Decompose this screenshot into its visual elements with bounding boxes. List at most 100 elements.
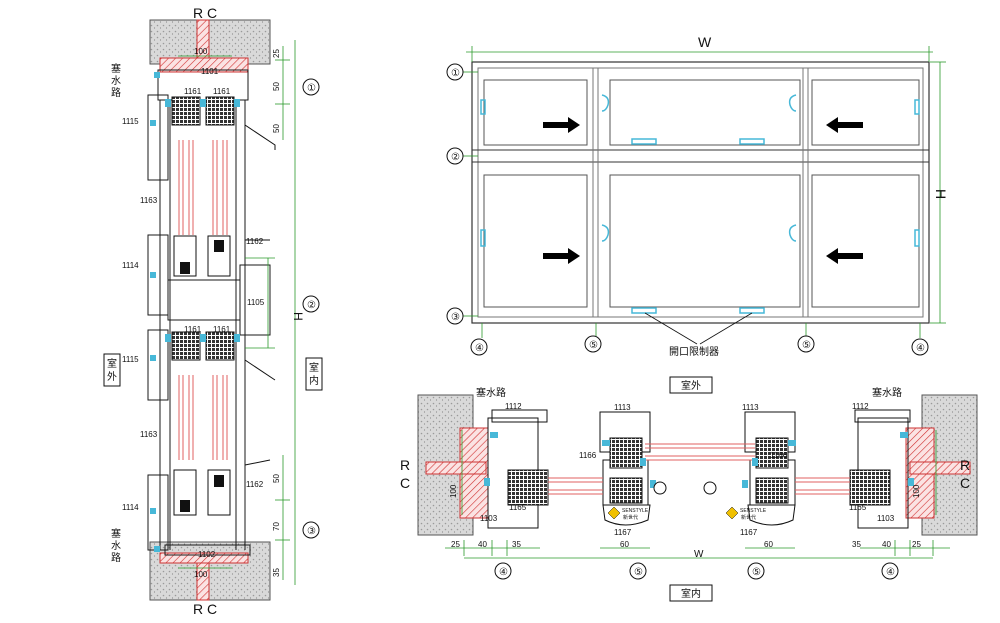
seal-path-top-3: 路 [111, 86, 121, 99]
rc-top: R C [193, 5, 217, 21]
seal-path-bottom-1: 塞 [111, 527, 121, 540]
dim-25-right: 25 [912, 540, 921, 549]
brand-cn-left: 新世代 [623, 514, 638, 521]
brand-logo-left [607, 506, 621, 520]
part-1113-left: 1113 [614, 403, 631, 412]
marker-2-left: ② [302, 295, 320, 313]
outdoor-box-left [103, 353, 121, 387]
dim-40-right: 40 [882, 540, 891, 549]
part-1163-a: 1163 [140, 196, 158, 205]
part-1166-right: 1166 [770, 451, 788, 460]
svg-text:④: ④ [916, 343, 925, 354]
brand-left: SENSTYLE [622, 508, 649, 514]
marker-5-bottom-right: ⑤ [747, 562, 765, 580]
marker-5-elev-left: ⑤ [584, 335, 602, 353]
dim-100-left: 100 [449, 484, 458, 498]
marker-5-elev-right: ⑤ [797, 335, 815, 353]
part-1162-a: 1162 [246, 237, 264, 246]
dim-w-bottom: W [694, 549, 704, 560]
top-anchor [196, 19, 210, 65]
dim-35-left: 35 [512, 540, 521, 549]
svg-text:④: ④ [475, 343, 484, 354]
part-1102: 1102 [198, 550, 216, 559]
arrow-left-top [826, 117, 863, 133]
seal-path-right: 塞水路 [872, 386, 902, 399]
svg-text:④: ④ [886, 567, 895, 578]
dim-50-b: 50 [272, 124, 281, 133]
part-1165-right: 1165 [849, 503, 867, 512]
limiter-label: 開口限制器 [669, 345, 719, 358]
dim-60-left: 60 [620, 540, 629, 549]
part-1113-right: 1113 [742, 403, 759, 412]
dim-70: 70 [272, 522, 281, 531]
dim-100-top: 100 [194, 47, 208, 56]
part-1114-b: 1114 [122, 503, 139, 512]
dim-h-left: H [291, 312, 305, 321]
seal-path-top-1: 塞 [111, 62, 121, 75]
part-1101: 1101 [201, 67, 219, 76]
part-1105: 1105 [247, 298, 265, 307]
vertical-section: 塞 水 路 塞 水 路 1101 1161 1161 1115 1163 116… [103, 5, 323, 617]
svg-text:③: ③ [451, 312, 460, 323]
part-1165-left: 1165 [509, 503, 527, 512]
part-1114-a: 1114 [122, 261, 139, 270]
dim-40-left: 40 [478, 540, 487, 549]
dim-25-top: 25 [272, 49, 281, 58]
svg-text:⑤: ⑤ [802, 340, 811, 351]
seal-path-bottom-3: 路 [111, 551, 121, 564]
svg-text:①: ① [307, 83, 316, 94]
bottom-sealant [159, 552, 249, 564]
part-1161-b: 1161 [213, 87, 231, 96]
seal-path-top-2: 水 [111, 75, 121, 87]
svg-text:①: ① [451, 68, 460, 79]
arrow-right-top [543, 117, 580, 133]
outdoor-box-bottom [669, 376, 713, 394]
part-1162-b: 1162 [246, 480, 264, 489]
dim-100-bottom: 100 [194, 570, 208, 579]
part-1161-d: 1161 [213, 325, 231, 334]
part-1103-left: 1103 [480, 514, 498, 523]
seal-path-left: 塞水路 [476, 386, 506, 399]
dim-35-right: 35 [852, 540, 861, 549]
part-1112-right: 1112 [852, 402, 869, 411]
svg-text:②: ② [307, 300, 316, 311]
dim-h-right: H [933, 189, 949, 199]
dim-25-left: 25 [451, 540, 460, 549]
svg-text:②: ② [451, 152, 460, 163]
part-1167-left: 1167 [614, 528, 632, 537]
marker-2-elev: ② [446, 147, 464, 165]
dim-100-right: 100 [912, 484, 921, 498]
dim-60-right: 60 [764, 540, 773, 549]
part-1115-a: 1115 [122, 117, 139, 126]
indoor-left-2: 内 [309, 374, 319, 387]
indoor-box-left [305, 357, 323, 391]
outdoor-bottom: 室外 [681, 379, 701, 392]
part-1103-right: 1103 [877, 514, 895, 523]
part-1166-left: 1166 [579, 451, 597, 460]
marker-3-left: ③ [302, 521, 320, 539]
outdoor-left-1: 室 [107, 357, 117, 370]
svg-text:⑤: ⑤ [752, 567, 761, 578]
marker-4-bottom-left: ④ [494, 562, 512, 580]
part-1163-b: 1163 [140, 430, 158, 439]
r-left: R [400, 457, 410, 473]
marker-4-elev-left: ④ [470, 338, 488, 356]
brand-logo-right [725, 506, 739, 520]
r-right: R [960, 457, 970, 473]
brand-cn-right: 新世代 [741, 514, 756, 521]
c-right: C [960, 475, 970, 491]
dim-50-a: 50 [272, 82, 281, 91]
indoor-left-1: 室 [309, 361, 319, 374]
rc-bottom: R C [193, 601, 217, 617]
part-1167-right: 1167 [740, 528, 758, 537]
part-1112-left: 1112 [505, 402, 522, 411]
c-left: C [400, 475, 410, 491]
marker-4-bottom-right: ④ [881, 562, 899, 580]
indoor-box-bottom [669, 584, 713, 602]
dim-35: 35 [272, 568, 281, 577]
part-1115-b: 1115 [122, 355, 139, 364]
outdoor-left-2: 外 [107, 371, 117, 383]
marker-1-elev: ① [446, 63, 464, 81]
marker-1-left: ① [302, 78, 320, 96]
